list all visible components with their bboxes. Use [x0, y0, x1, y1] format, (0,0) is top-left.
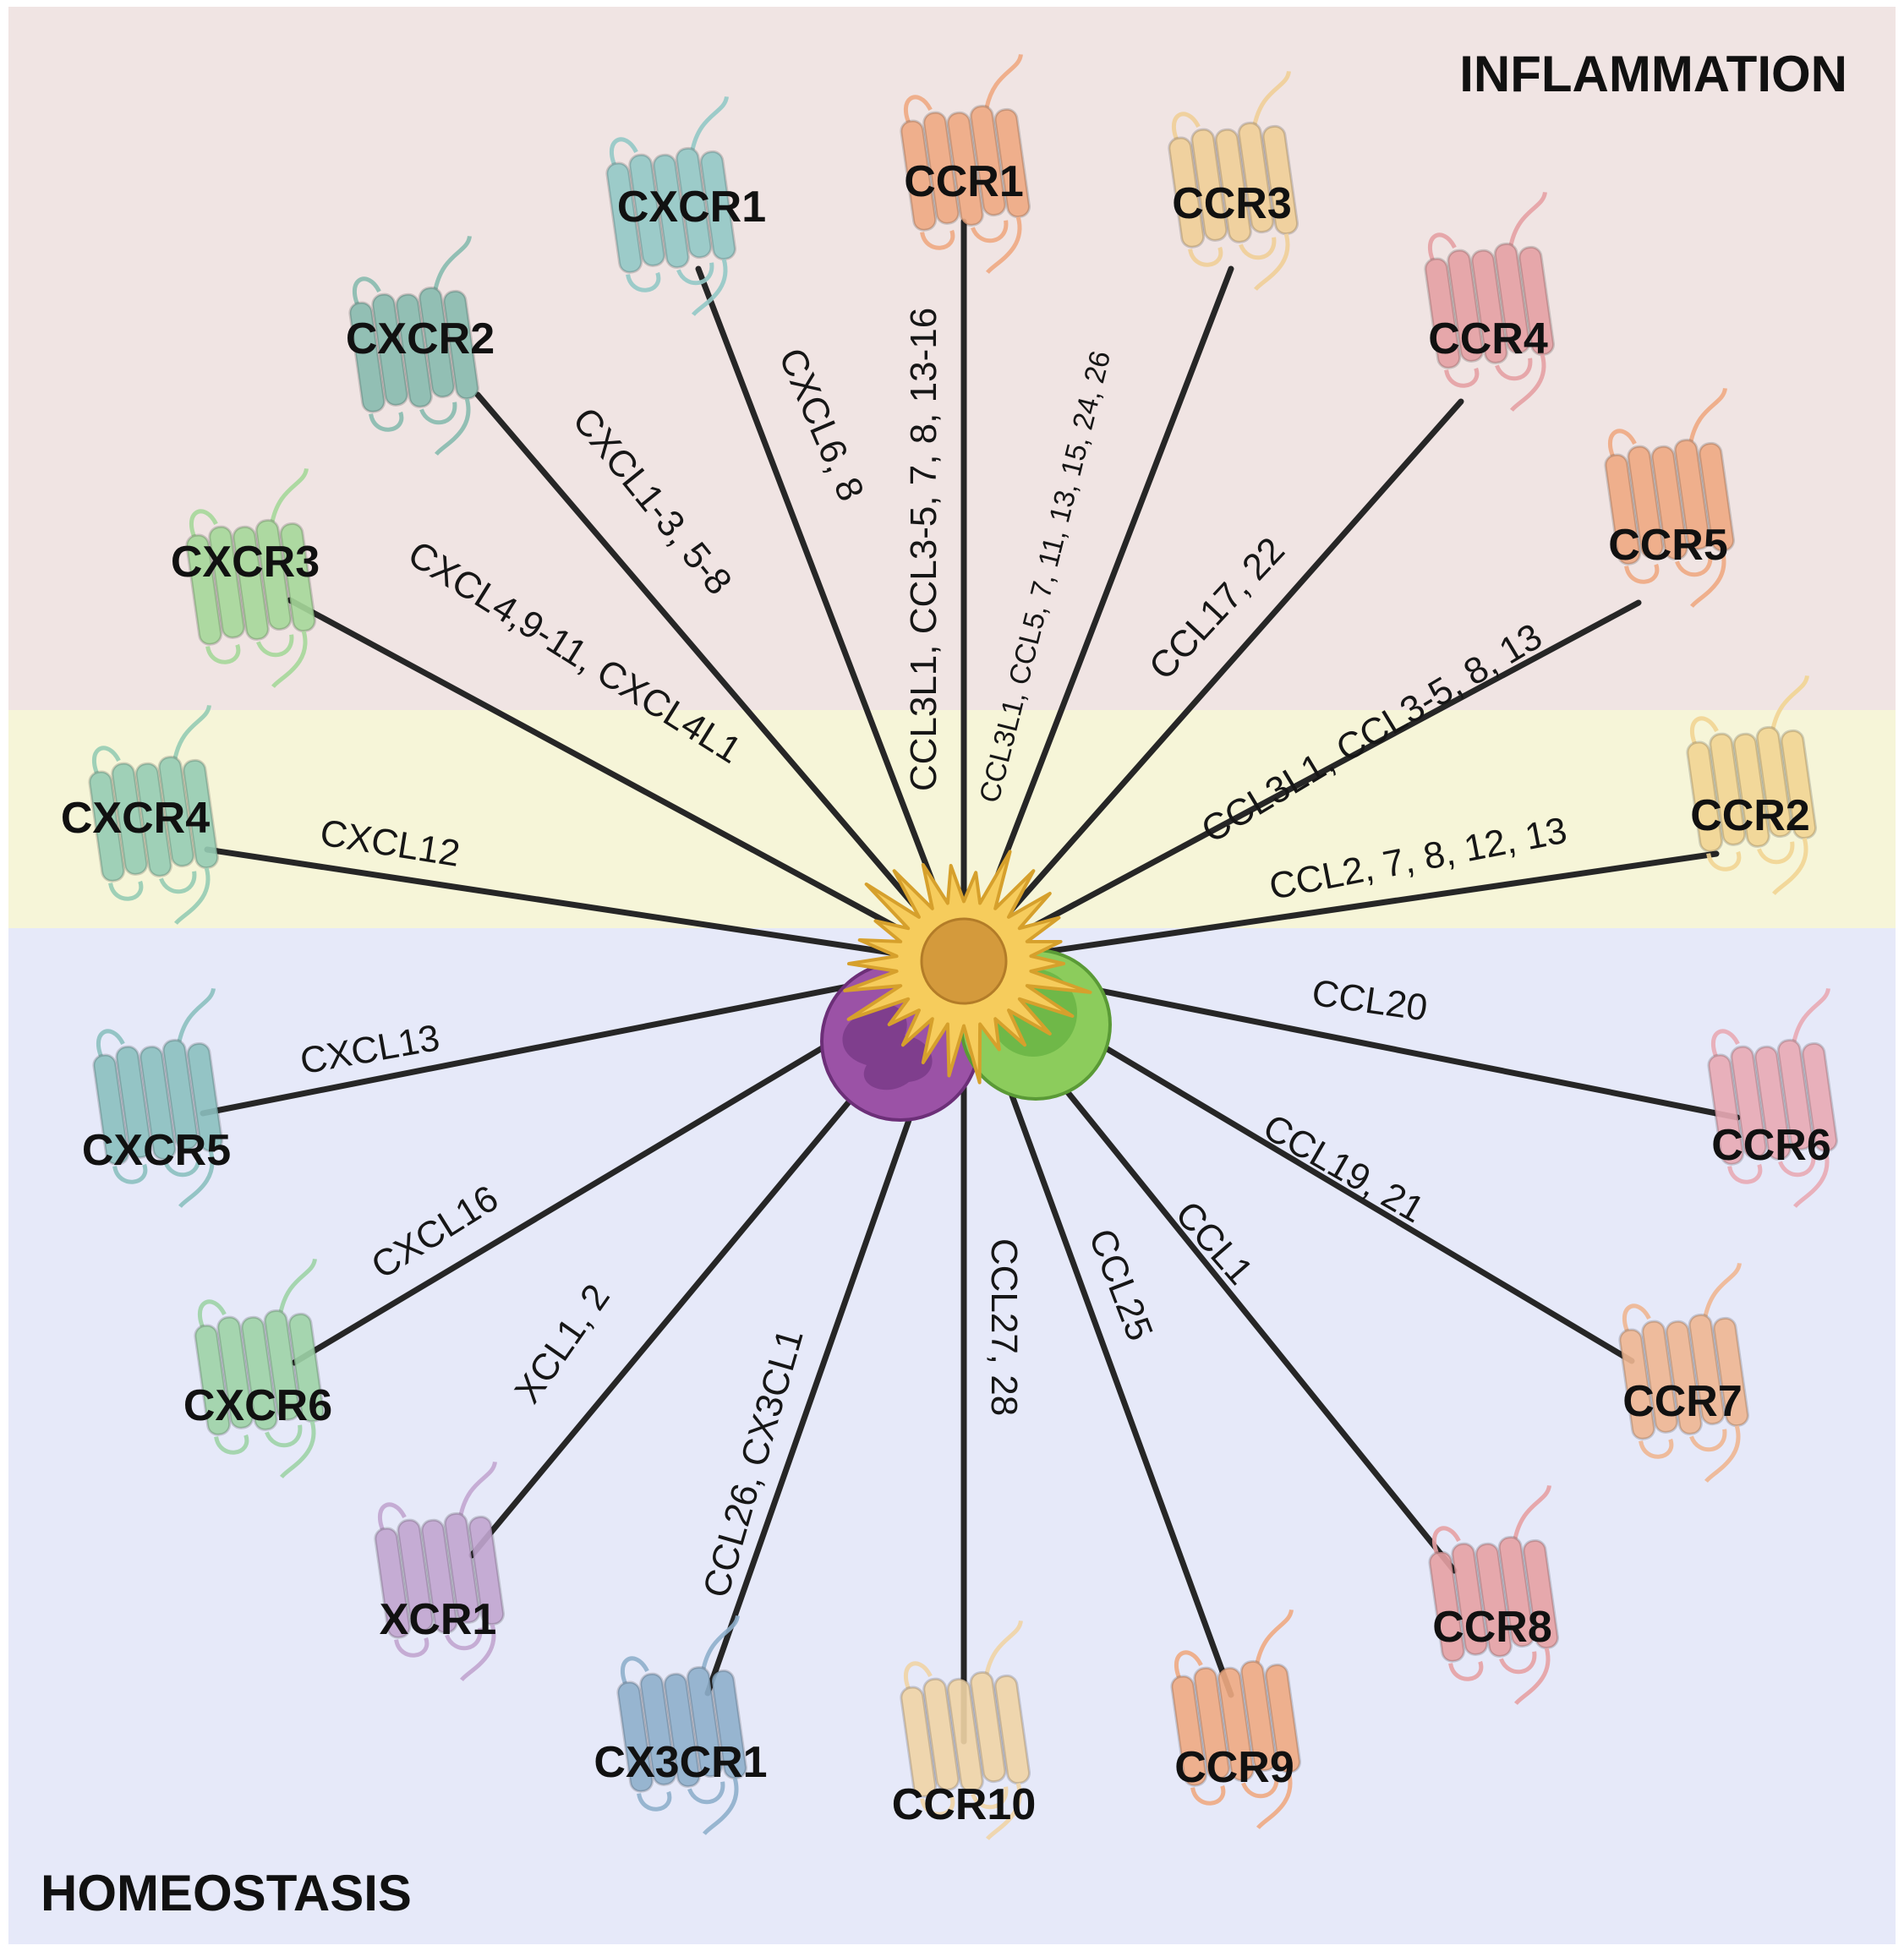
receptor-ccr5: CCR5	[1597, 388, 1754, 615]
receptor-label-ccr5: CCR5	[1608, 521, 1728, 570]
receptor-label-ccr4: CCR4	[1428, 314, 1548, 363]
receptor-xcr1: XCR1	[367, 1462, 524, 1689]
spoke-cxcr3	[287, 597, 967, 967]
receptor-label-cxcr5: CXCR5	[82, 1126, 231, 1175]
receptor-label-ccr9: CCR9	[1174, 1743, 1294, 1792]
receptor-label-cx3cr1: CX3CR1	[594, 1738, 767, 1787]
neutrophil-nucleus-icon	[842, 1003, 933, 1090]
receptor-label-ccr7: CCR7	[1622, 1377, 1743, 1426]
receptor-cxcr4: CXCR4	[61, 705, 238, 932]
receptor-ccr7: CCR7	[1611, 1263, 1769, 1490]
receptor-label-ccr1: CCR1	[904, 157, 1024, 206]
spoke-ccr5	[960, 599, 1642, 967]
receptor-cxcr1: CXCR1	[599, 96, 766, 324]
receptor-cxcr3: CXCR3	[171, 468, 336, 696]
receptor-label-xcr1: XCR1	[380, 1595, 497, 1644]
receptor-ccr6: CCR6	[1700, 988, 1857, 1216]
receptor-ccr1: CCR1	[893, 54, 1050, 281]
receptor-ccr2: CCR2	[1679, 675, 1836, 903]
receptor-ccr10: CCR10	[892, 1620, 1051, 1848]
receptor-label-cxcr4: CXCR4	[61, 794, 210, 843]
spoke-cxcr1	[695, 265, 967, 967]
ligand-label-ccr1: CCL3L1, CCL3-5, 7, 8, 13-16	[903, 308, 944, 791]
receptor-cxcr5: CXCR5	[82, 988, 243, 1216]
receptor-label-ccr8: CCR8	[1432, 1603, 1552, 1652]
spoke-cxcr4	[204, 846, 967, 967]
inflammation-label: INFLAMMATION	[1459, 46, 1847, 102]
homeostasis-label: HOMEOSTASIS	[41, 1865, 412, 1921]
receptor-label-cxcr3: CXCR3	[171, 538, 320, 587]
spoke-ccr3	[960, 265, 1234, 967]
receptor-cxcr6: CXCR6	[183, 1259, 344, 1486]
receptor-spokes	[200, 218, 1741, 1745]
receptor-label-ccr3: CCR3	[1172, 179, 1292, 228]
receptors: CCR1 CCR3CCR4CCR5CCR2CCR6CCR7CCR8CCR9CCR1…	[61, 54, 1857, 1848]
receptor-label-cxcr2: CXCR2	[346, 314, 495, 363]
dendritic-nucleus-icon	[920, 917, 1008, 1005]
receptor-label-ccr2: CCR2	[1690, 791, 1810, 840]
receptor-label-cxcr1: CXCR1	[617, 183, 766, 232]
receptor-ccr3: CCR3	[1161, 71, 1318, 298]
ligand-label-ccr10: CCL27, 28	[983, 1238, 1025, 1416]
spoke-ccr4	[960, 398, 1464, 967]
immune-cells	[820, 850, 1112, 1122]
receptor-cx3cr1: CX3CR1	[594, 1615, 767, 1843]
spoke-ccr2	[960, 850, 1720, 967]
receptor-cxcr2: CXCR2	[342, 236, 499, 463]
spoke-cxcr2	[474, 391, 967, 967]
receptor-ccr4: CCR4	[1417, 192, 1574, 419]
receptor-label-cxcr6: CXCR6	[183, 1381, 332, 1430]
receptor-ccr8: CCR8	[1421, 1485, 1578, 1713]
receptor-ccr9: CCR9	[1163, 1609, 1321, 1837]
receptor-label-ccr6: CCR6	[1711, 1121, 1831, 1170]
spoke-cxcr5	[200, 960, 967, 1117]
receptor-label-ccr10: CCR10	[892, 1780, 1037, 1829]
